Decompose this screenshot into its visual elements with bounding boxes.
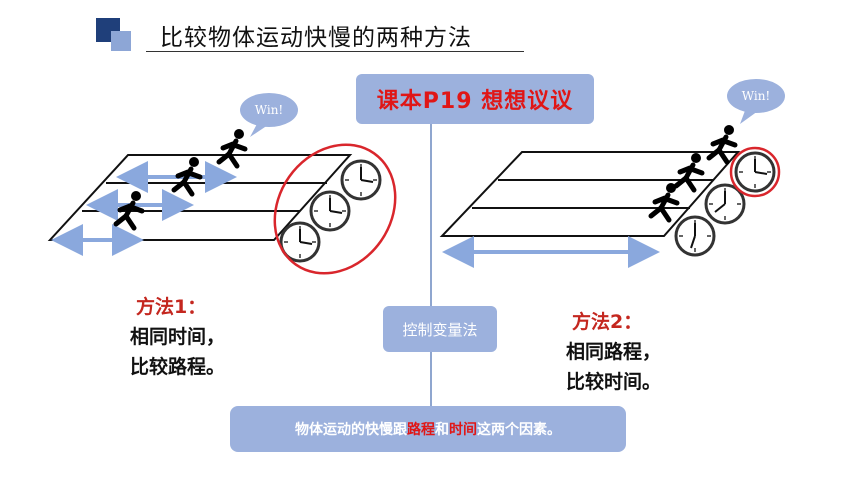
method2-heading: 方法2： — [572, 311, 643, 333]
method2-line1: 相同路程， — [566, 341, 662, 363]
method1-line1: 相同时间， — [130, 326, 226, 348]
page-title: 比较物体运动快慢的两种方法 — [160, 25, 472, 51]
win-bubble-text: Win! — [255, 103, 284, 117]
left-distance-arrows — [51, 161, 237, 256]
runner-icon — [706, 125, 738, 165]
control-variable-box: 控制变量法 — [383, 306, 497, 352]
stopwatch-icon — [309, 190, 351, 232]
stopwatch-icon — [704, 183, 746, 225]
control-variable-text: 控制变量法 — [402, 320, 478, 339]
center-divider — [430, 82, 432, 422]
runner-icon — [113, 191, 145, 231]
stopwatch-icon — [340, 159, 382, 201]
textbook-note-box: 课本P19 想想议议 — [356, 74, 594, 124]
title-underline — [146, 51, 524, 52]
conclusion-mid: 和 — [435, 422, 449, 438]
conclusion-keyword-distance: 路程 — [407, 422, 435, 438]
runner-icon — [216, 129, 248, 169]
stopwatch-icon — [734, 151, 776, 193]
method2-line2: 比较时间。 — [566, 371, 662, 393]
win-bubble-text: Win! — [742, 89, 771, 103]
title-decoration-light — [111, 31, 131, 51]
left-runners — [113, 129, 248, 231]
method1-line2: 比较路程。 — [130, 356, 226, 378]
right-win-bubble: Win! — [727, 79, 785, 124]
left-highlight-ellipse — [273, 143, 397, 275]
right-highlight-circle — [729, 146, 781, 198]
runner-icon — [648, 183, 680, 223]
conclusion-suffix: 这两个因素。 — [477, 422, 561, 438]
textbook-note-text: 课本P19 想想议议 — [376, 89, 574, 114]
conclusion-prefix: 物体运动的快慢跟 — [295, 422, 407, 438]
runner-icon — [673, 153, 705, 193]
left-stopwatches — [279, 159, 382, 263]
right-runners — [648, 125, 738, 223]
runner-icon — [171, 157, 203, 197]
stopwatch-icon — [674, 215, 716, 257]
right-stopwatches — [674, 151, 776, 257]
conclusion-keyword-time: 时间 — [449, 422, 477, 438]
method1-heading: 方法1： — [136, 296, 207, 318]
conclusion-box: 物体运动的快慢跟路程和时间这两个因素。 — [230, 406, 626, 452]
left-win-bubble: Win! — [240, 93, 298, 137]
right-track — [439, 151, 741, 237]
stopwatch-icon — [279, 221, 321, 263]
